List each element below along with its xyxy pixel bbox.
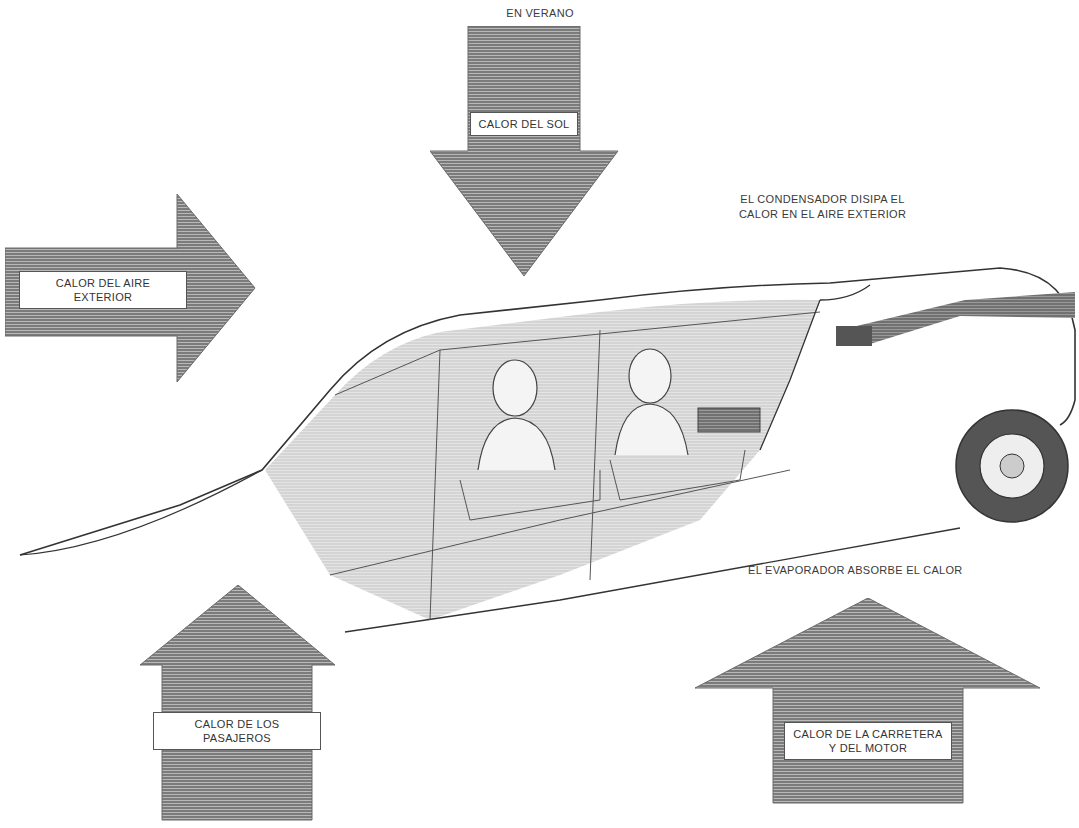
evaporator bbox=[698, 408, 760, 432]
door-line bbox=[330, 470, 790, 575]
heat-label: CALOR DE LA CARRETERA Y DEL MOTOR bbox=[784, 722, 952, 761]
passenger-body bbox=[615, 404, 688, 455]
window-line bbox=[335, 312, 820, 620]
evaporator-unit bbox=[698, 408, 760, 432]
car-front-sweep bbox=[20, 470, 262, 555]
hatched-arrow bbox=[140, 585, 335, 820]
rim bbox=[980, 434, 1044, 498]
arrow-shape bbox=[695, 598, 1041, 804]
hatched-arrow bbox=[5, 194, 255, 382]
callout-text: EL EVAPORADOR ABSORBE EL CALOR bbox=[748, 563, 1068, 578]
heat-label: CALOR DEL SOL bbox=[470, 112, 579, 136]
hub bbox=[1000, 454, 1024, 478]
diagram-title: EN VERANO bbox=[420, 6, 660, 21]
heat-arrow: CALOR DE LA CARRETERA Y DEL MOTOR bbox=[695, 598, 1041, 804]
heat-arrow: CALOR DE LOS PASAJEROS bbox=[140, 585, 336, 821]
passenger-head bbox=[629, 349, 671, 403]
heat-label: CALOR DEL AIRE EXTERIOR bbox=[19, 271, 187, 310]
passenger-body bbox=[478, 418, 555, 470]
heat-arrow: CALOR DEL AIRE EXTERIOR bbox=[5, 190, 257, 386]
arrow-shape bbox=[430, 26, 620, 278]
rear-pillar bbox=[760, 285, 870, 450]
tyre bbox=[956, 410, 1068, 522]
seat bbox=[610, 450, 745, 500]
hatched-arrow bbox=[695, 598, 1040, 803]
condenser-heat-beam bbox=[840, 292, 1075, 344]
callout-text: EL CONDENSADOR DISIPA EL CALOR EN EL AIR… bbox=[735, 192, 910, 222]
passenger-head bbox=[493, 360, 537, 416]
rear-wheel bbox=[956, 410, 1068, 522]
condenser bbox=[836, 292, 1075, 346]
heat-arrow: CALOR DEL SOL bbox=[430, 26, 620, 278]
heat-label: CALOR DE LOS PASAJEROS bbox=[153, 712, 321, 751]
passengers bbox=[460, 349, 745, 520]
hatched-arrow bbox=[430, 26, 618, 276]
arrow-shape bbox=[140, 585, 336, 821]
cabin-interior bbox=[265, 300, 820, 620]
condenser-unit bbox=[836, 326, 872, 346]
seat bbox=[460, 470, 600, 520]
